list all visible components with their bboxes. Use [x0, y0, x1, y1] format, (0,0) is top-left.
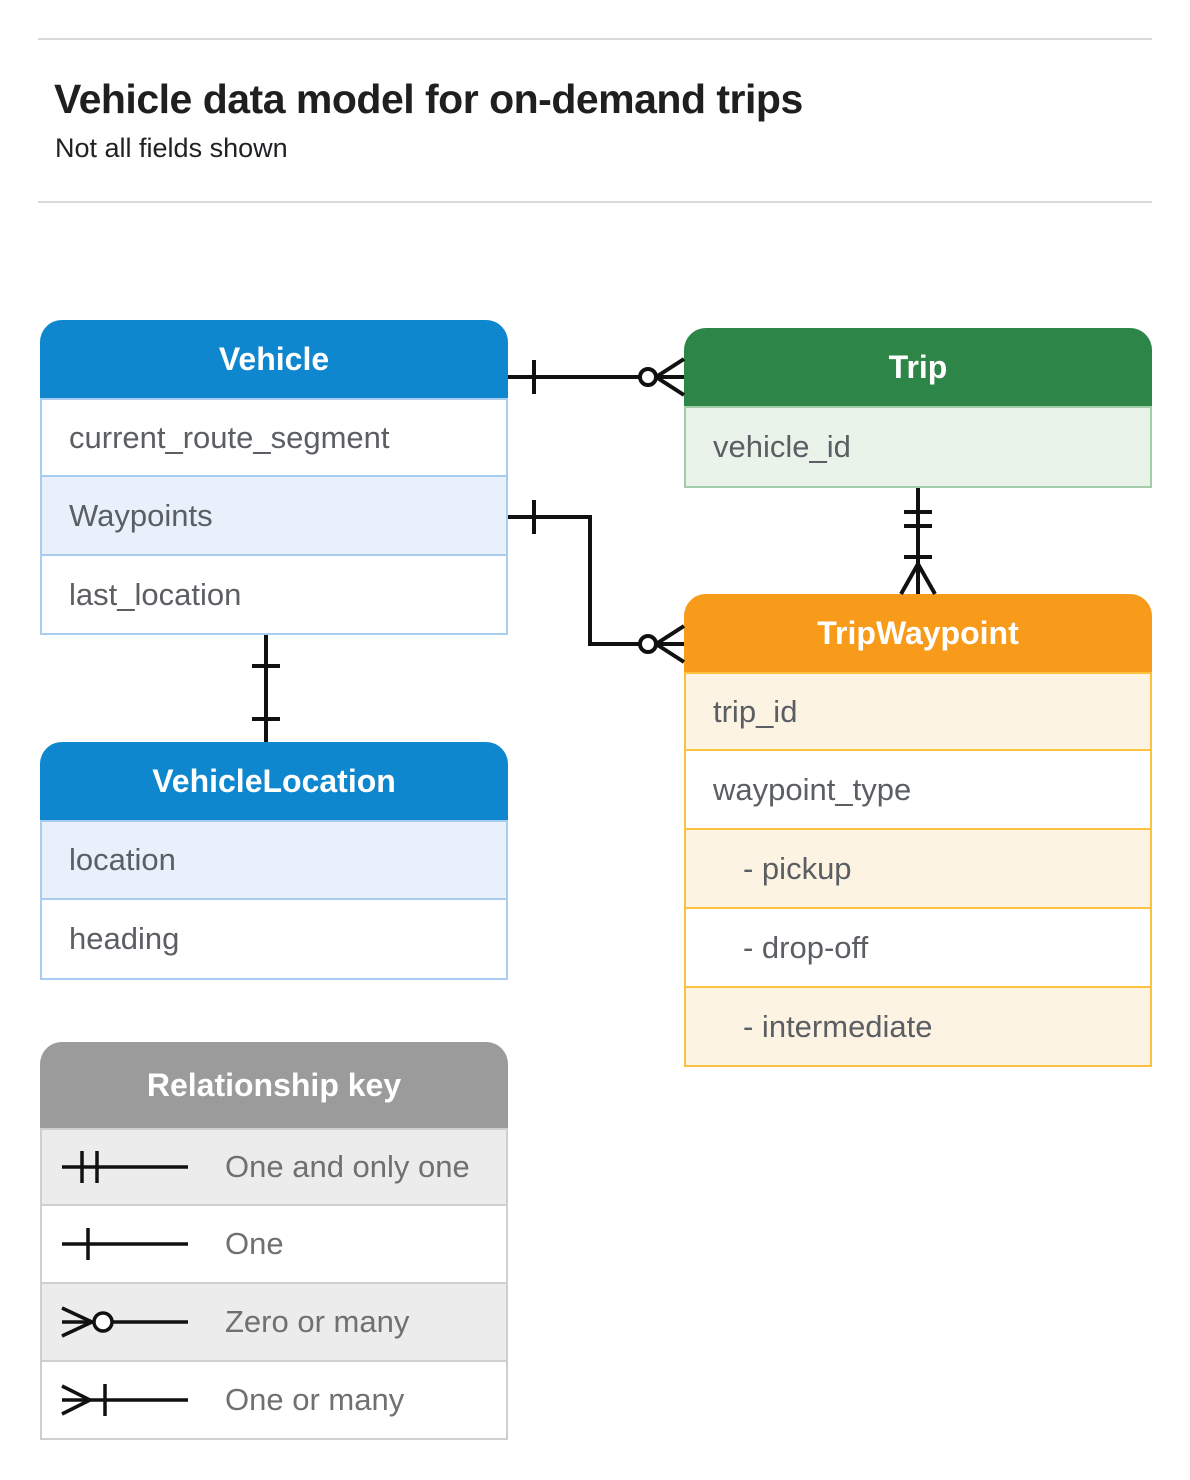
- entity-trip-waypoint: TripWaypoint trip_id waypoint_type - pic…: [684, 594, 1152, 1067]
- legend-label: One and only one: [225, 1149, 470, 1184]
- one-or-many-symbol-icon: [61, 1384, 188, 1416]
- field-row-waypoint-type: waypoint_type: [684, 751, 1152, 830]
- entity-trip-title: Trip: [888, 348, 948, 385]
- field-label: last_location: [69, 576, 242, 612]
- relationship-key: Relationship key One and only one One: [40, 1042, 508, 1440]
- field-row-current-route-segment: current_route_segment: [40, 398, 508, 477]
- field-row-vehicle-id: vehicle_id: [684, 406, 1152, 488]
- legend-row-one-and-only-one: One and only one: [40, 1128, 508, 1206]
- legend-label: One: [225, 1226, 284, 1261]
- field-label: - pickup: [743, 850, 852, 886]
- field-label: location: [69, 842, 176, 877]
- field-row-waypoints: Waypoints: [40, 477, 508, 556]
- subtitle-divider: [38, 201, 1152, 203]
- relationship-key-title: Relationship key: [146, 1066, 402, 1103]
- entity-vehicle-header: Vehicle: [40, 320, 508, 398]
- field-row-drop-off: - drop-off: [684, 909, 1152, 988]
- field-row-pickup: - pickup: [684, 830, 1152, 909]
- entity-vehicle-location: VehicleLocation location heading: [40, 742, 508, 980]
- field-label: vehicle_id: [713, 429, 851, 464]
- legend-label: Zero or many: [225, 1304, 410, 1339]
- field-row-last-location: last_location: [40, 556, 508, 635]
- field-label: - drop-off: [743, 929, 869, 965]
- legend-row-one-or-many: One or many: [40, 1362, 508, 1440]
- entity-trip-waypoint-title: TripWaypoint: [817, 614, 1019, 651]
- field-row-intermediate: - intermediate: [684, 988, 1152, 1067]
- page-subtitle: Not all fields shown: [55, 133, 288, 163]
- top-divider: [38, 38, 1152, 40]
- legend-row-zero-or-many: Zero or many: [40, 1284, 508, 1362]
- connector-vehicle-vehiclelocation: [252, 635, 280, 742]
- entity-trip-header: Trip: [684, 328, 1152, 406]
- entity-vehicle: Vehicle current_route_segment Waypoints …: [40, 320, 508, 635]
- entity-trip-waypoint-header: TripWaypoint: [684, 594, 1152, 672]
- zero-or-many-symbol-icon: [61, 1306, 188, 1338]
- field-row-location: location: [40, 820, 508, 900]
- relationship-key-header: Relationship key: [40, 1042, 508, 1128]
- entity-vehicle-title: Vehicle: [218, 340, 330, 377]
- field-label: - intermediate: [743, 1008, 933, 1044]
- field-row-heading: heading: [40, 900, 508, 980]
- field-label: waypoint_type: [713, 771, 912, 807]
- entity-vehicle-location-title: VehicleLocation: [152, 762, 396, 799]
- field-label: trip_id: [713, 693, 798, 729]
- field-label: Waypoints: [69, 497, 213, 533]
- one-symbol-icon: [62, 1228, 188, 1260]
- field-label: heading: [69, 921, 180, 956]
- entity-vehicle-location-header: VehicleLocation: [40, 742, 508, 820]
- entity-trip: Trip vehicle_id: [684, 328, 1152, 488]
- page-title: Vehicle data model for on-demand trips: [54, 76, 803, 122]
- connector-waypoints-tripwaypoint: [508, 500, 686, 664]
- connector-trip-tripwaypoint: [899, 488, 937, 595]
- one-and-only-one-symbol-icon: [62, 1151, 188, 1183]
- legend-row-one: One: [40, 1206, 508, 1284]
- connector-vehicle-trip: [508, 357, 686, 397]
- field-label: current_route_segment: [69, 419, 390, 455]
- field-row-trip-id: trip_id: [684, 672, 1152, 751]
- legend-label: One or many: [225, 1382, 405, 1417]
